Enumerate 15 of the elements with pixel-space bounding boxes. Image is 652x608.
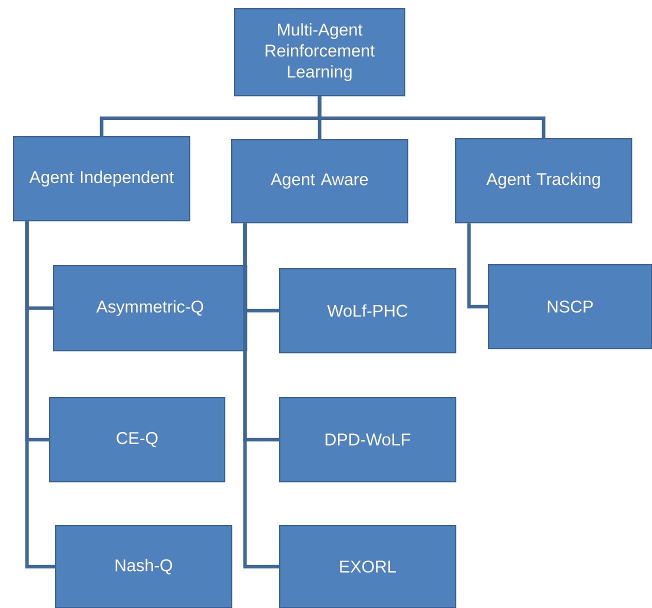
process-box: CE-Q bbox=[49, 397, 226, 482]
process-box: DPD-WoLF bbox=[279, 397, 456, 482]
connector-line bbox=[243, 223, 279, 568]
process-box: Agent Independent bbox=[13, 136, 190, 222]
process-box: Agent Aware bbox=[231, 139, 408, 224]
connector-line bbox=[467, 223, 488, 308]
process-box: Multi-Agent Reinforcement Learning bbox=[234, 8, 406, 96]
process-box: NSCP bbox=[488, 264, 652, 350]
connector-line bbox=[318, 96, 546, 138]
process-box: Nash-Q bbox=[55, 525, 232, 608]
connector-line bbox=[25, 221, 55, 568]
process-box: Asymmetric-Q bbox=[53, 265, 248, 352]
process-box: Agent Tracking bbox=[455, 138, 632, 224]
process-box: WoLf-PHC bbox=[279, 268, 456, 354]
process-box: EXORL bbox=[279, 525, 456, 608]
